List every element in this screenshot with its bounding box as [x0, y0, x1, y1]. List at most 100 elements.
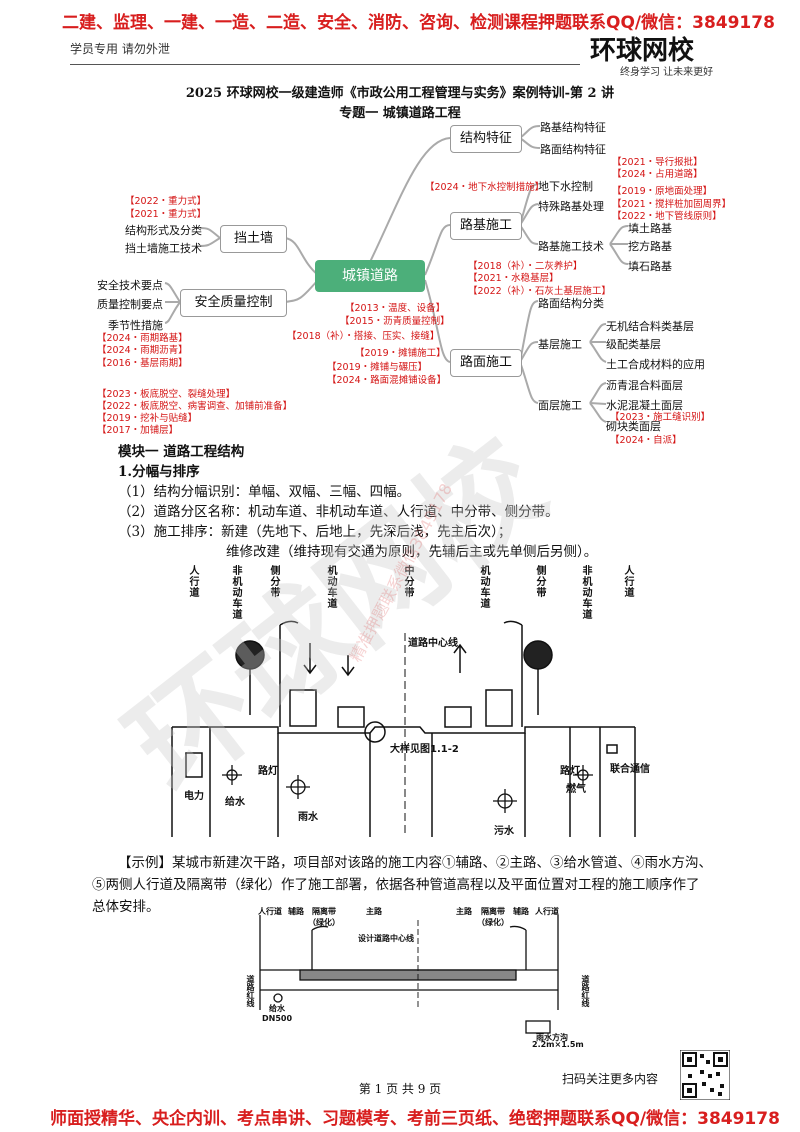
- year-tag: 【2024・雨期沥青】: [97, 345, 188, 356]
- mindmap-center: 城镇道路: [315, 260, 425, 292]
- node-safety: 安全质量控制: [180, 289, 287, 317]
- header-note: 学员专用 请勿外泄: [70, 42, 170, 56]
- year-tag: 【2017・加铺层】: [97, 425, 179, 436]
- year-tag: 【2022・板底脱空、病害调查、加铺前准备】: [97, 401, 293, 412]
- year-tag: 【2015・沥青质量控制】: [340, 316, 450, 327]
- fig2-label: 主路: [366, 907, 382, 916]
- red-line-left: 道路红线: [246, 975, 255, 1007]
- example-paragraph: 【示例】某城市新建次干路，项目部对该路的施工内容①辅路、②主路、③给水管道、④雨…: [92, 855, 712, 915]
- leaf: 沥青混合料面层: [606, 379, 683, 392]
- year-tag: 【2019・原地面处理】: [612, 186, 713, 197]
- year-tag: 【2022・重力式】: [125, 196, 207, 207]
- node-pavement: 路面施工: [450, 349, 522, 377]
- leaf: 路基施工技术: [538, 240, 604, 253]
- pipe-label: 污水: [494, 826, 514, 837]
- pipe-label: 联合通信: [610, 764, 650, 775]
- cross-section-figure: [171, 620, 636, 837]
- section-heading: 1.分幅与排序: [118, 464, 200, 480]
- fig2-label: 主路: [456, 907, 472, 916]
- year-tag: 【2018（补）・二灰养护】: [468, 261, 583, 272]
- centerline-label: 道路中心线: [408, 638, 458, 649]
- year-tag: 【2024・自派】: [610, 435, 682, 446]
- lane-label: 中分带: [402, 565, 413, 598]
- pipe-label: 燃气: [566, 784, 586, 795]
- lane-label: 侧分带: [534, 565, 545, 598]
- lane-label: 人行道: [622, 565, 633, 598]
- year-tag: 【2024・路面混摊铺设备】: [327, 375, 447, 386]
- leaf: 基层施工: [538, 338, 582, 351]
- lane-label: 机动车道: [325, 565, 336, 609]
- year-tag: 【2024・雨期路基】: [97, 333, 188, 344]
- detail-label: 大样见图1.1-2: [390, 744, 459, 755]
- item-2: （2）道路分区名称：机动车道、非机动车道、人行道、中分带、侧分带。: [118, 504, 559, 520]
- fig2-label: 辅路: [513, 907, 529, 916]
- year-tag: 【2021・重力式】: [125, 209, 207, 220]
- bottom-banner: 师面授精华、央企内训、考点串讲、习题模考、考前三页纸、绝密押题联系QQ/微信：3…: [50, 1109, 780, 1129]
- header-rule: [70, 64, 580, 65]
- year-tag: 【2022（补）・石灰土基层施工】: [468, 286, 611, 297]
- fig2-label: 人行道: [535, 907, 559, 916]
- ditch-label: 雨水方沟: [536, 1033, 568, 1042]
- year-tag: 【2023・施工缝识别】: [610, 412, 711, 423]
- leaf: 土工合成材料的应用: [606, 358, 705, 371]
- leaf: 填石路基: [628, 260, 672, 273]
- plan-figure: [259, 915, 559, 1034]
- leaf: 路面结构分类: [538, 297, 604, 310]
- node-subgrade: 路基施工: [450, 212, 522, 240]
- leaf: 填土路基: [628, 222, 672, 235]
- doc-subtitle: 专题一 城镇道路工程: [339, 106, 461, 121]
- pipe-label: 雨水: [298, 812, 318, 823]
- year-tag: 【2019・挖补与贴缝】: [97, 413, 198, 424]
- year-tag: 【2023・板底脱空、裂缝处理】: [97, 389, 236, 400]
- pipe-label: 电力: [184, 791, 204, 802]
- plan-centerline: 设计道路中心线: [358, 934, 414, 943]
- year-tag: 【2024・地下水控制措施】: [425, 182, 545, 193]
- node-structure: 结构特征: [450, 125, 522, 153]
- leaf: 面层施工: [538, 399, 582, 412]
- leaf: 挡土墙施工技术: [125, 242, 202, 255]
- leaf: 特殊路基处理: [538, 200, 604, 213]
- year-tag: 【2016・基层雨期】: [97, 358, 188, 369]
- lane-label: 非机动车道: [230, 565, 241, 620]
- red-line-right: 道路红线: [581, 975, 590, 1007]
- leaf: 水泥混凝土面层: [606, 399, 683, 412]
- year-tag: 【2018（补）・搭接、压实、接缝】: [287, 331, 440, 342]
- year-tag: 【2021・导行报批】: [612, 157, 703, 168]
- page-number: 第 1 页 共 9 页: [358, 1082, 442, 1096]
- year-tag: 【2019・摊铺与碾压】: [327, 362, 428, 373]
- year-tag: 【2019・摊铺施工】: [355, 348, 446, 359]
- leaf: 路基结构特征: [540, 121, 606, 134]
- top-banner: 二建、监理、一建、一造、二造、安全、消防、咨询、检测课程押题联系QQ/微信：38…: [62, 13, 775, 33]
- pipe-label: 路灯: [258, 766, 278, 777]
- leaf: 无机结合料类基层: [606, 320, 694, 333]
- fig2-label: 隔离带（绿化）: [477, 907, 509, 927]
- leaf: 安全技术要点: [97, 279, 163, 292]
- leaf: 季节性措施: [108, 319, 163, 332]
- item-3: （3）施工排序：新建（先地下、后地上，先深后浅，先主后次）；: [118, 524, 512, 540]
- leaf: 质量控制要点: [97, 298, 163, 311]
- qr-caption: 扫码关注更多内容: [562, 1072, 659, 1086]
- module-heading: 模块一 道路工程结构: [118, 444, 245, 460]
- year-tag: 【2021・搅拌桩加固周界】: [612, 199, 732, 210]
- item-4: 维修改建（维持现有交通为原则，先辅后主或先单侧后另侧）。: [226, 544, 598, 560]
- logo: 环球网校: [590, 36, 695, 66]
- fig2-label: 辅路: [288, 907, 304, 916]
- mindmap-lines: [164, 125, 629, 423]
- leaf: 砌块类面层: [606, 420, 661, 433]
- lane-label: 机动车道: [478, 565, 489, 609]
- slogan: 终身学习 让未来更好: [620, 67, 714, 78]
- leaf: 挖方路基: [628, 240, 672, 253]
- leaf: 结构形式及分类: [125, 224, 202, 237]
- fig2-label: 人行道: [258, 907, 282, 916]
- fig2-label: 隔离带（绿化）: [308, 907, 340, 927]
- pipe-label: 给水: [225, 797, 245, 808]
- node-wall: 挡土墙: [220, 225, 287, 253]
- leaf: 地下水控制: [538, 180, 593, 193]
- water-label: 给水: [269, 1004, 285, 1013]
- year-tag: 【2013・温度、设备】: [345, 303, 446, 314]
- ditch-size: 2.2m×1.5m: [532, 1040, 584, 1049]
- lane-label: 侧分带: [268, 565, 279, 598]
- leaf: 路面结构特征: [540, 143, 606, 156]
- item-1: （1）结构分幅识别：单幅、双幅、三幅、四幅。: [118, 484, 411, 500]
- qr-code-icon: [680, 1050, 730, 1100]
